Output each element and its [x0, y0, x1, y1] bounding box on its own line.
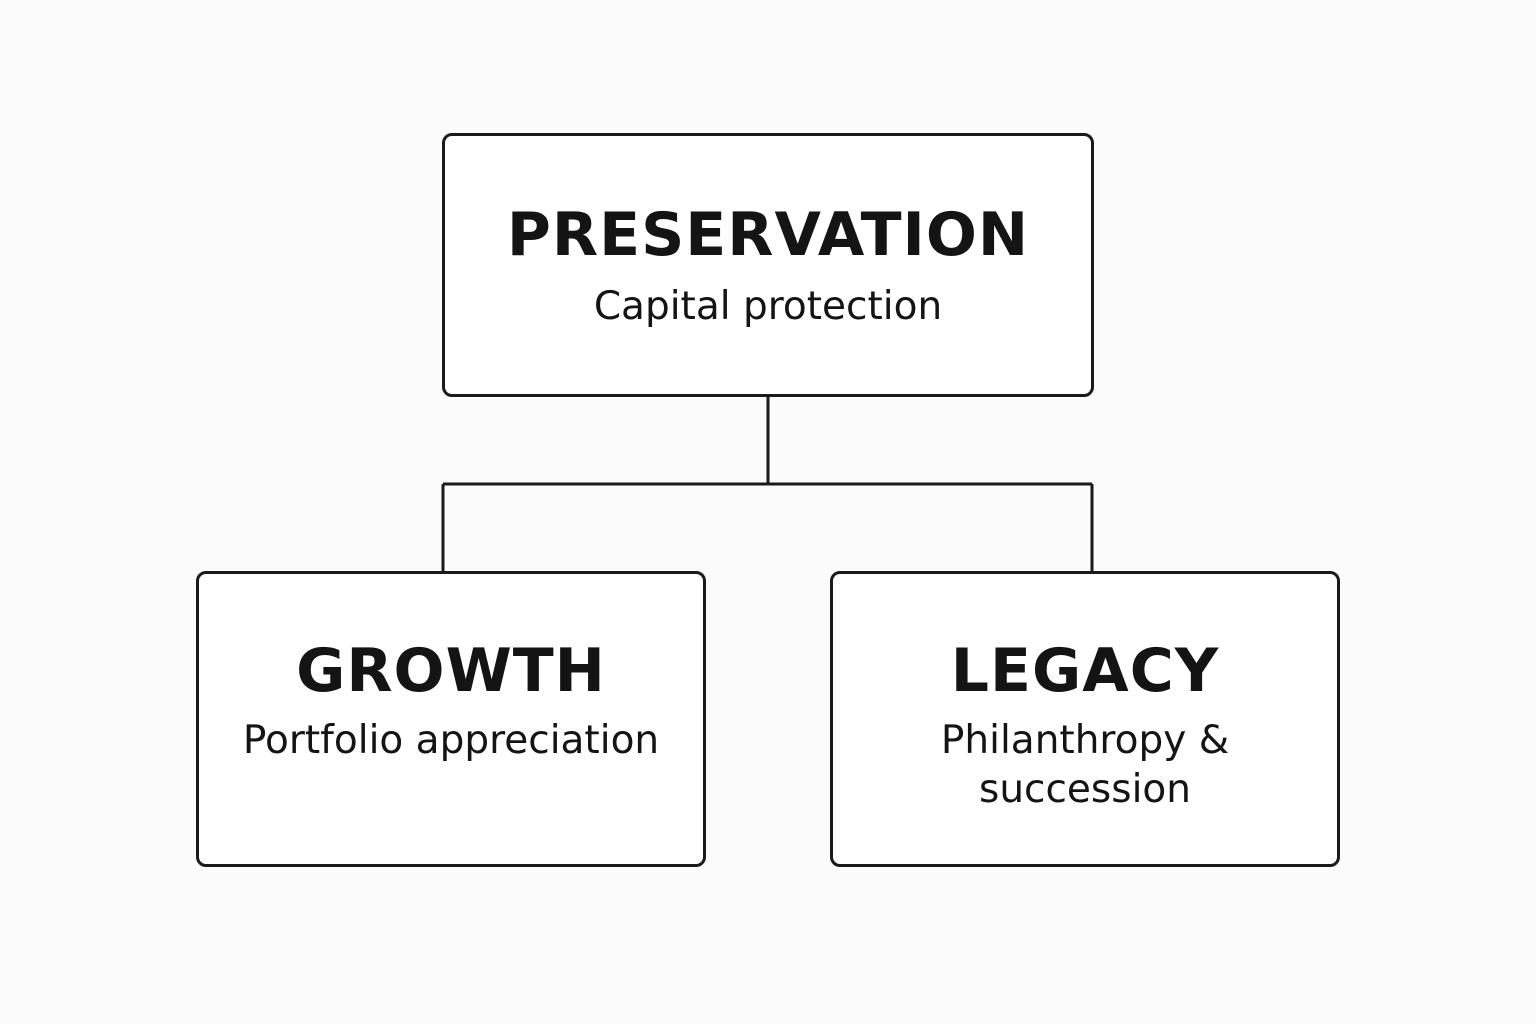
node-subtitle-preservation: Capital protection: [593, 284, 943, 329]
node-subtitle-legacy-line-2: succession: [979, 767, 1191, 812]
node-subtitle-legacy-line-1: Philanthropy &: [940, 718, 1230, 763]
node-subtitle-legacy: Philanthropy & succession: [833, 716, 1337, 814]
node-growth: GROWTH Portfolio appreciation: [196, 571, 706, 867]
node-title-preservation: PRESERVATION: [506, 200, 1030, 270]
node-title-growth: GROWTH: [296, 636, 606, 706]
node-subtitle-growth: Portfolio appreciation: [242, 718, 660, 763]
node-title-legacy: LEGACY: [950, 636, 1220, 706]
node-preservation: PRESERVATION Capital protection: [442, 133, 1094, 397]
node-legacy: LEGACY Philanthropy & succession: [830, 571, 1340, 867]
